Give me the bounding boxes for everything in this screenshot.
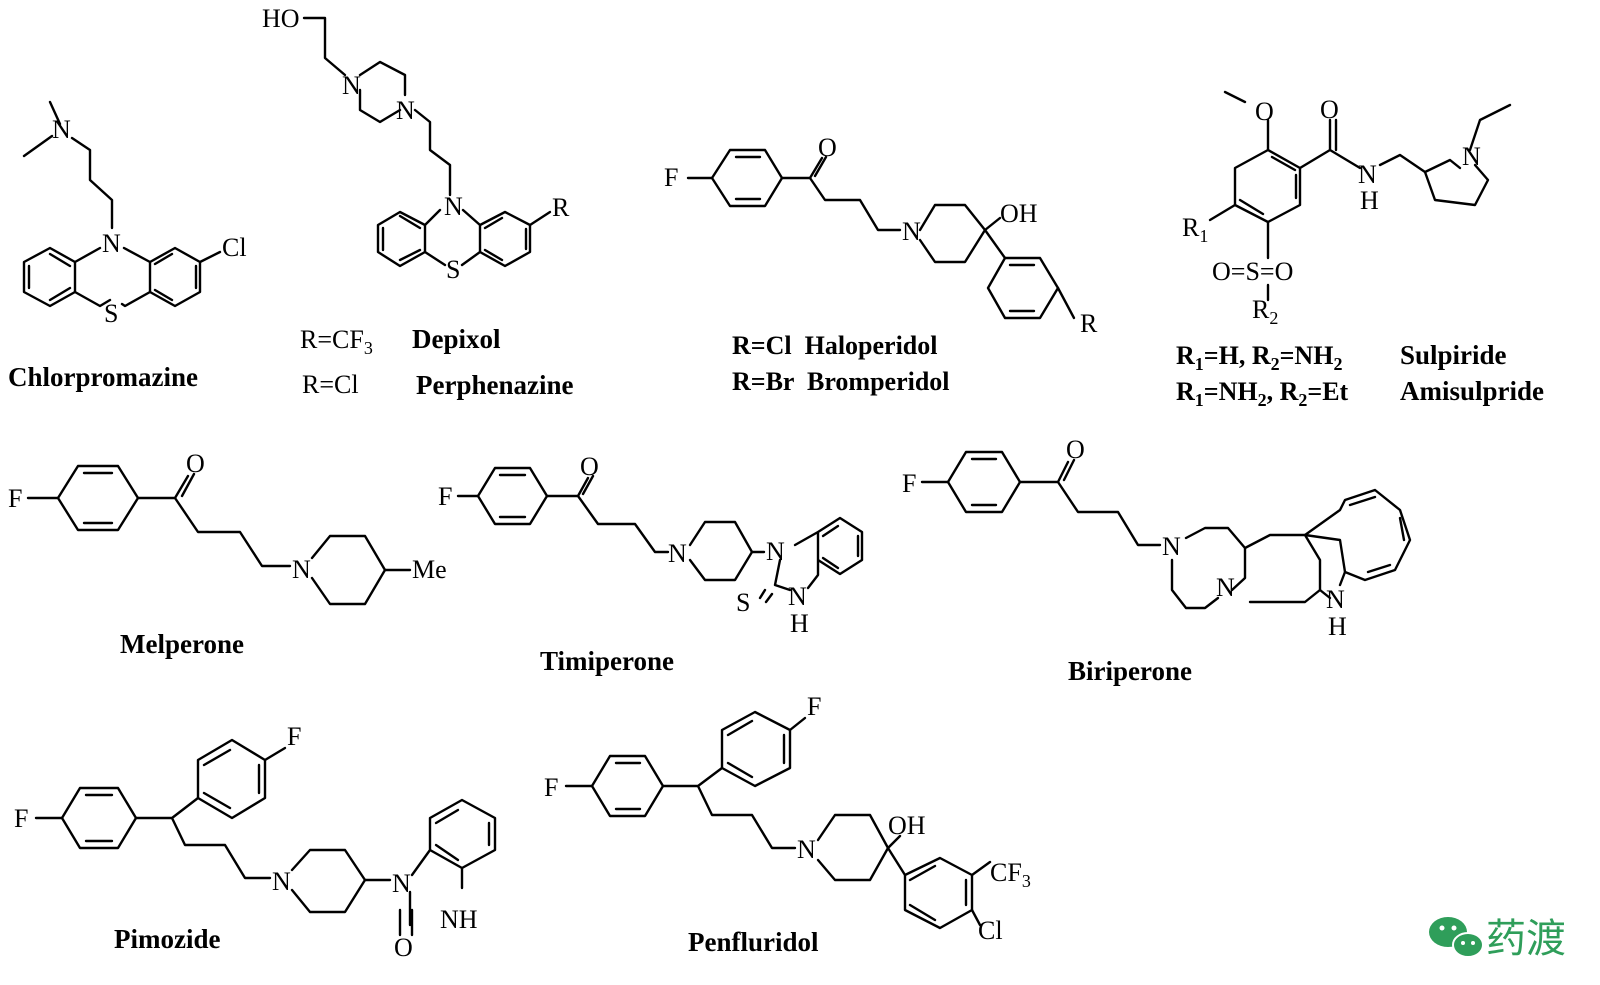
depixol-s: S [446, 255, 460, 284]
haloperidol-r: R [1080, 309, 1098, 338]
biriperone-n2: N [1216, 573, 1235, 602]
haloperidol-f: F [664, 163, 678, 192]
sulpiride-carbonyl-o: O [1320, 95, 1339, 124]
sulpiride-r1: R1 [1182, 213, 1208, 246]
watermark: 药渡 [1429, 916, 1566, 962]
biriperone-n1: N [1162, 532, 1181, 561]
chlorpromazine-name: Chlorpromazine [8, 362, 198, 392]
chlorpromazine-structure: N N S Cl Chlorpromazine [8, 100, 247, 392]
perphenazine-rdef: R=Cl [302, 370, 359, 399]
depixol-rdef: R=CF3 [300, 325, 373, 358]
biriperone-o: O [1066, 435, 1085, 464]
sulpiride-methoxy-o: O [1255, 97, 1274, 126]
watermark-text: 药渡 [1486, 916, 1566, 962]
timiperone-structure: F O N N S N H Timiperone [438, 452, 864, 676]
haloperidol-line: R=Cl Haloperidol [732, 331, 938, 360]
sulpiride-amide-n: N [1358, 160, 1377, 189]
penfluridol-cf3: CF3 [990, 858, 1031, 891]
biriperone-structure: F O N N N H Biriperone [902, 435, 1412, 686]
melperone-name: Melperone [120, 629, 244, 659]
timiperone-nh-n: N [788, 582, 807, 611]
melperone-o: O [186, 449, 205, 478]
depixol-name: Depixol [412, 324, 501, 354]
melperone-structure: F O N Me Melperone [8, 449, 447, 659]
depixol-piperazine-n1: N [342, 71, 361, 100]
chlorpromazine-s: S [104, 299, 118, 328]
depixol-r: R [552, 193, 570, 222]
haloperidol-o: O [818, 133, 837, 162]
timiperone-benzimidazole-n: N [766, 537, 785, 566]
pimozide-name: Pimozide [114, 924, 220, 954]
biriperone-f: F [902, 469, 916, 498]
amisulpride-name: Amisulpride [1400, 376, 1544, 406]
penfluridol-f1: F [544, 773, 558, 802]
penfluridol-n: N [797, 835, 816, 864]
timiperone-piperidine-n: N [668, 539, 687, 568]
pimozide-f2: F [287, 722, 301, 751]
penfluridol-oh: OH [888, 811, 926, 840]
chlorpromazine-amine-n: N [52, 115, 71, 144]
amisulpride-line: R1=NH2, R2=Et [1176, 377, 1349, 410]
haloperidol-oh: OH [1000, 199, 1038, 228]
biriperone-nh-n: N [1326, 585, 1345, 614]
timiperone-f: F [438, 482, 452, 511]
timiperone-s: S [736, 588, 750, 617]
depixol-ho: HO [262, 4, 300, 33]
haloperidol-structure: F O N OH R R=Cl Haloperidol R=Br Bromper… [664, 133, 1098, 396]
penfluridol-f2: F [807, 692, 821, 721]
pimozide-nh: NH [440, 905, 478, 934]
sulpiride-amide-h: H [1360, 186, 1379, 215]
pimozide-structure: F F N N NH O Pimozide [14, 722, 497, 962]
melperone-f: F [8, 484, 22, 513]
biriperone-name: Biriperone [1068, 656, 1192, 686]
melperone-n: N [292, 555, 311, 584]
sulpiride-r2: R2 [1252, 295, 1278, 328]
melperone-me: Me [412, 555, 447, 584]
depixol-ring-n: N [444, 192, 463, 221]
penfluridol-structure: F F N OH CF3 Cl Penfluridol [544, 692, 1031, 957]
pimozide-o: O [394, 933, 413, 962]
sulpiride-name: Sulpiride [1400, 340, 1507, 370]
chlorpromazine-cl: Cl [222, 233, 247, 262]
wechat-icon [1429, 917, 1484, 958]
biriperone-nh-h: H [1328, 612, 1347, 641]
sulpiride-ring-n: N [1462, 142, 1481, 171]
penfluridol-name: Penfluridol [688, 927, 819, 957]
sulpiride-structure: O O N H N R1 O=S=O R2 R1=H, R2=NH2 Sulpi… [1176, 90, 1544, 410]
sulpiride-line: R1=H, R2=NH2 [1176, 341, 1342, 374]
penfluridol-cl: Cl [978, 916, 1003, 945]
timiperone-name: Timiperone [540, 646, 674, 676]
depixol-structure: HO N N N S R R=CF3 Depixol R=Cl Perphena… [262, 4, 573, 400]
haloperidol-n: N [902, 217, 921, 246]
pimozide-piperidine-n: N [272, 867, 291, 896]
timiperone-nh-h: H [790, 609, 809, 638]
pimozide-f1: F [14, 804, 28, 833]
pimozide-benzimidazolone-n: N [392, 869, 411, 898]
perphenazine-name: Perphenazine [416, 370, 573, 400]
depixol-piperazine-n2: N [396, 96, 415, 125]
chlorpromazine-ring-n: N [102, 229, 121, 258]
bromperidol-line: R=Br Bromperidol [732, 367, 950, 396]
timiperone-o: O [580, 452, 599, 481]
sulpiride-sulfonyl: O=S=O [1212, 257, 1293, 286]
